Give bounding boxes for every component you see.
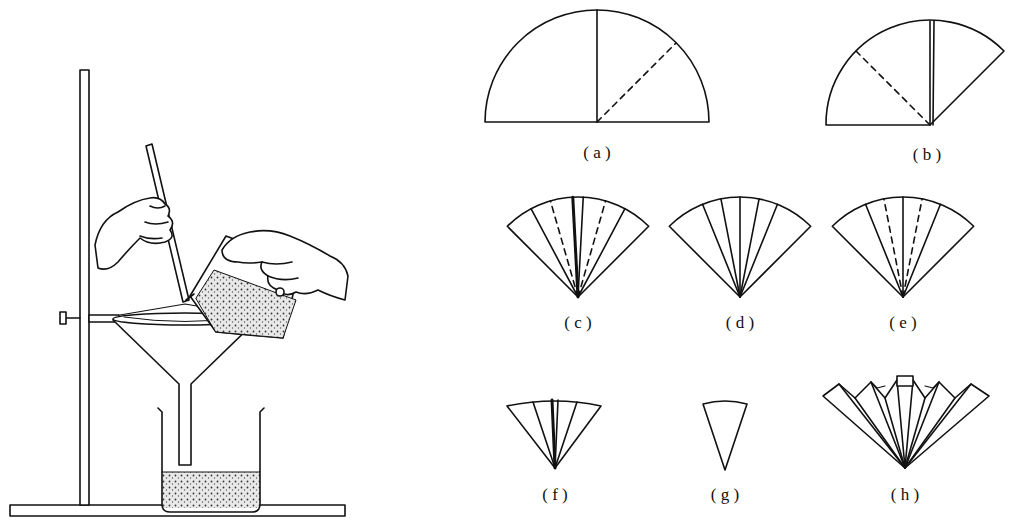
figure-label: ( d ) [724,314,756,333]
fold-step-c [507,197,648,297]
fold-step-b [826,20,1004,125]
fold-step-d [669,197,810,297]
figure-label: ( b ) [911,146,943,165]
figure-label: ( h ) [889,486,921,505]
figure-label: ( e ) [887,314,918,333]
figure-label: ( f ) [540,486,569,505]
figure-label: ( a ) [581,144,612,163]
figure-label: ( g ) [709,486,741,505]
fold-step-h [823,376,989,468]
fold-step-e [832,197,973,297]
right-hand [222,231,348,300]
fold-step-g [703,401,747,470]
fold-step-f [507,400,601,468]
figure-label: ( c ) [562,314,593,333]
fold-step-a [485,10,709,122]
left-hand [95,198,173,270]
receiving-beaker [158,408,264,512]
